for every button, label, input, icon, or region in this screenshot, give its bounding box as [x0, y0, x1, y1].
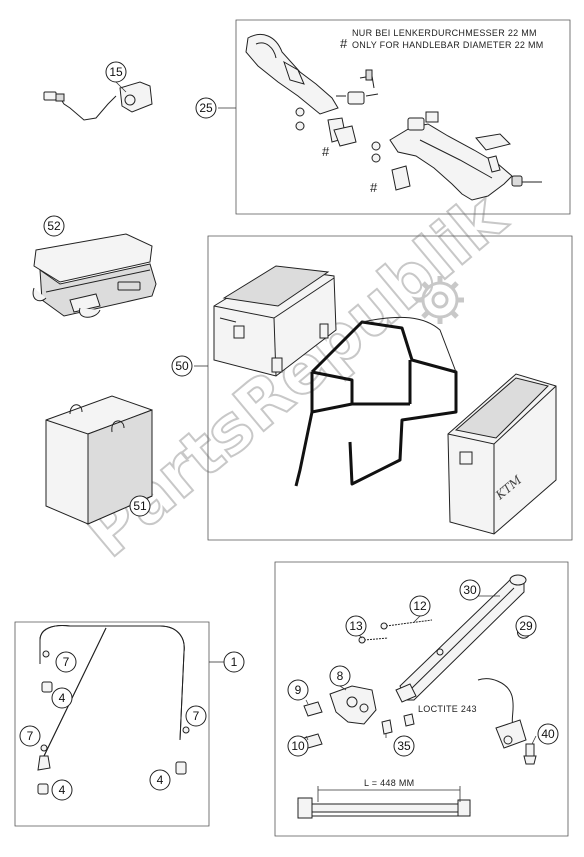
side-stand-part — [395, 574, 527, 703]
svg-text:8: 8 — [337, 669, 344, 683]
callout-4-right: 4 — [149, 769, 171, 791]
length-label: L = 448 MM — [364, 778, 414, 788]
svg-text:50: 50 — [175, 359, 189, 373]
callout-8: 8 — [329, 665, 351, 687]
svg-text:7: 7 — [27, 729, 34, 743]
luggage-rack-part — [294, 316, 458, 487]
callout-1: 1 — [223, 651, 245, 673]
callout-52: 52 — [43, 215, 65, 237]
switch-cable-part — [43, 81, 153, 121]
callout-9: 9 — [287, 679, 309, 701]
svg-text:7: 7 — [193, 709, 200, 723]
svg-text:35: 35 — [397, 739, 411, 753]
callout-40: 40 — [537, 723, 559, 745]
leader-15 — [115, 81, 127, 93]
callout-4-top: 4 — [51, 687, 73, 709]
svg-text:4: 4 — [59, 691, 66, 705]
leader-12 — [413, 615, 421, 623]
callout-7-right: 7 — [185, 705, 207, 727]
side-case-part: KTM — [447, 373, 557, 535]
svg-text:10: 10 — [291, 739, 305, 753]
leader-8 — [339, 685, 347, 691]
bar-section-frame — [14, 621, 210, 827]
svg-text:4: 4 — [157, 773, 164, 787]
handguard-part — [245, 34, 542, 201]
callout-12: 12 — [409, 595, 431, 617]
bracket-part — [303, 685, 415, 749]
callout-50: 50 — [171, 355, 193, 377]
top-case-part — [213, 265, 337, 377]
svg-text:40: 40 — [541, 727, 555, 741]
svg-text:29: 29 — [519, 619, 533, 633]
leader-10 — [305, 735, 309, 741]
hash-marker-3: # — [370, 180, 378, 195]
svg-text:4: 4 — [59, 783, 66, 797]
callout-13: 13 — [345, 615, 367, 637]
svg-text:51: 51 — [133, 499, 147, 513]
svg-text:52: 52 — [47, 219, 61, 233]
sidestand-section-frame — [274, 561, 569, 837]
callout-15: 15 — [105, 61, 127, 83]
tail-bag-part — [32, 233, 157, 318]
handguard-section-frame — [235, 19, 571, 215]
hash-marker-2: # — [322, 144, 330, 159]
leader-40 — [531, 735, 537, 745]
svg-text:12: 12 — [413, 599, 427, 613]
springs-part — [358, 619, 433, 644]
callout-7-top: 7 — [55, 651, 77, 673]
svg-text:13: 13 — [349, 619, 363, 633]
callout-10: 10 — [287, 735, 309, 757]
callout-4-bottom: 4 — [51, 779, 73, 801]
svg-text:25: 25 — [199, 101, 213, 115]
leader-9 — [305, 699, 309, 705]
rod-part — [297, 786, 471, 819]
callout-35: 35 — [393, 735, 415, 757]
handlebar-note-en: ONLY FOR HANDLEBAR DIAMETER 22 MM — [352, 40, 544, 50]
svg-text:9: 9 — [295, 683, 302, 697]
handlebar-note-de: NUR BEI LENKERDURCHMESSER 22 MM — [352, 28, 537, 38]
svg-text:1: 1 — [231, 655, 238, 669]
case-section-frame — [207, 235, 573, 541]
loctite-label: LOCTITE 243 — [418, 704, 477, 714]
callout-25: 25 — [195, 97, 217, 119]
svg-text:30: 30 — [463, 583, 477, 597]
storage-box-part — [45, 395, 153, 525]
callout-29: 29 — [515, 615, 537, 637]
svg-text:7: 7 — [63, 655, 70, 669]
svg-text:15: 15 — [109, 65, 123, 79]
tubular-bar-part — [37, 625, 190, 795]
callout-51: 51 — [129, 495, 151, 517]
hash-note-marker: # — [340, 36, 348, 51]
side-stand-switch-part — [477, 626, 537, 765]
callout-7-left: 7 — [19, 725, 41, 747]
watermark-gear-icon — [416, 276, 464, 324]
callout-30: 30 — [459, 579, 481, 601]
